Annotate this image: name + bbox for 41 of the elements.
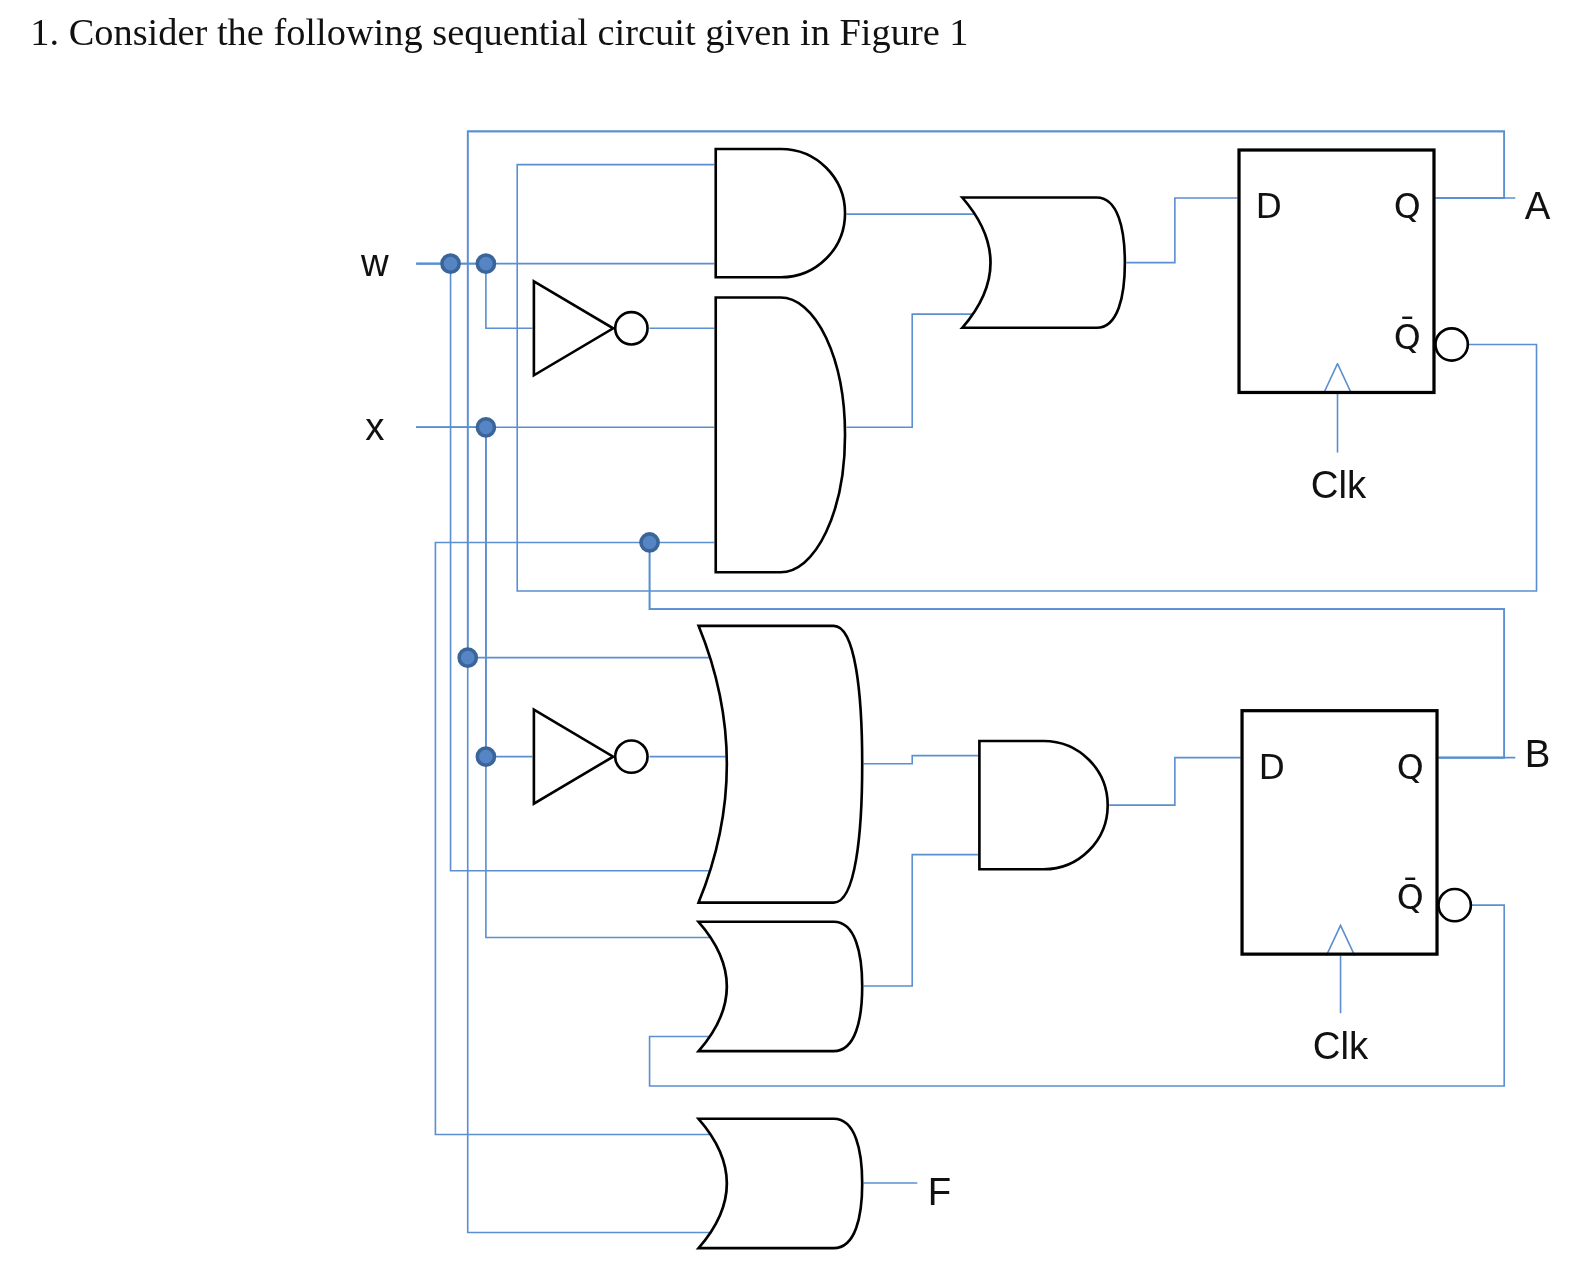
not-gate [532,279,650,377]
wire [648,755,727,758]
and-gate [714,147,847,279]
wire [862,754,979,765]
and-gate [977,739,1110,871]
wire [415,426,711,939]
input-label: w [333,234,417,291]
d-flip-flop [1237,148,1470,394]
output-label: F [917,1163,962,1221]
clock-label: Clk [1295,1013,1386,1078]
or-gate [697,1117,864,1250]
wire [862,1182,919,1184]
output-label: B [1515,725,1560,782]
wire [434,541,1505,1136]
wire [845,313,973,429]
pin-label: Q [1396,749,1424,784]
wire [516,163,1538,592]
d-flip-flop [1240,709,1473,956]
pin-label: D [1255,188,1283,224]
wire [466,130,1505,1234]
pin-label: D [1258,749,1286,784]
wire [1108,756,1242,806]
or-gate [697,624,864,905]
not-gate [532,708,650,806]
question-title: 1. Consider the following sequential circuit given in Figure 1 [30,10,969,55]
pin-label: Q̄ [1396,879,1424,915]
pin-label: Q [1393,188,1421,224]
output-label: A [1515,177,1560,235]
or-gate [960,196,1127,330]
and-gate [714,296,847,574]
clock-label: Clk [1293,452,1384,518]
wire [845,213,975,215]
wire [862,853,979,987]
wire [648,327,715,330]
input-label: x [333,399,417,456]
wire [1322,362,1353,454]
wire [415,262,710,872]
wire [648,904,1505,1087]
wire [1125,197,1239,264]
or-gate [697,920,864,1053]
wire [1325,924,1356,1015]
